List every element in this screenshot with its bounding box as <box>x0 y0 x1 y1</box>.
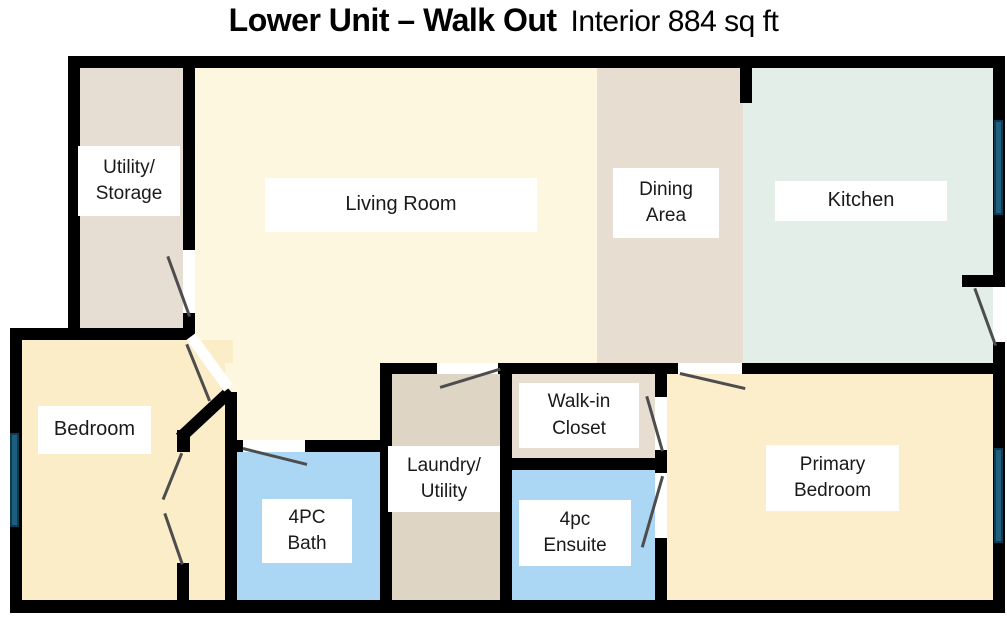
wall-bath-top-right <box>305 440 392 452</box>
door-gap-laundry <box>437 363 498 374</box>
room-label-primary: Primary Bedroom <box>766 445 899 511</box>
room-label-walk-in-closet: Walk-in Closet <box>519 383 639 448</box>
living-room-floor-ext <box>225 363 392 441</box>
room-label-ensuite-line1: 4pc <box>559 508 591 530</box>
room-label-kitchen: Kitchen <box>775 181 947 221</box>
room-label-utility-line2: Storage <box>95 183 163 204</box>
wall-bedroom-closet-stub-top <box>177 430 190 452</box>
room-label-utility-line1: Utility/ <box>103 156 155 178</box>
wall-closet-right-a <box>655 363 667 397</box>
bedroom-floor <box>22 340 233 601</box>
room-label-bath-line1: 4PC <box>288 506 326 528</box>
wall-closet-right-c <box>655 538 667 613</box>
room-label-living: Living Room <box>265 178 537 232</box>
room-label-primary-line1: Primary <box>799 453 866 475</box>
room-label-bath: 4PC Bath <box>262 499 352 563</box>
door-gap-utility <box>183 250 195 313</box>
door-gap-kitchen-exterior <box>993 287 1005 342</box>
room-label-kitchen-line1: Kitchen <box>827 189 895 212</box>
wall-top <box>68 56 1005 68</box>
window-kitchen-right <box>994 120 1003 215</box>
wall-utility-right-lower <box>183 313 195 340</box>
room-label-walk-in-closet-line1: Walk-in <box>547 391 611 413</box>
wall-bedroom-top <box>10 328 195 340</box>
wall-mid-horizontal-left <box>380 363 678 374</box>
wall-bath-left <box>225 392 237 613</box>
wall-left-upper <box>68 56 80 340</box>
wall-closet-ensuite <box>512 458 667 470</box>
wall-laundry-closet-divider <box>500 363 512 613</box>
door-gap-bath <box>243 440 305 452</box>
room-label-primary-line2: Bedroom <box>793 480 872 501</box>
wall-utility-right-upper <box>183 56 195 250</box>
room-label-dining: Dining Area <box>613 168 719 238</box>
room-label-ensuite-line2: Ensuite <box>543 535 607 556</box>
window-primary-right <box>994 448 1003 543</box>
room-label-laundry-line1: Laundry/ <box>407 454 481 476</box>
room-label-bedroom: Bedroom <box>38 406 151 454</box>
wall-kitchen-door-stub <box>962 275 1005 287</box>
wall-bath-top-left <box>225 440 243 452</box>
plan-title: Lower Unit – Walk Out Interior 884 sq ft <box>0 2 1007 39</box>
room-label-bath-line2: Bath <box>287 533 327 554</box>
room-label-dining-line1: Dining <box>639 178 693 200</box>
door-gap-dining-primary <box>678 363 742 374</box>
plan-title-sub: Interior 884 sq ft <box>570 5 779 38</box>
room-label-laundry-line2: Utility <box>420 481 468 502</box>
room-label-living-line1: Living Room <box>345 193 457 216</box>
wall-laundry-left <box>380 363 392 613</box>
wall-bedroom-closet-stub-bottom <box>177 563 189 603</box>
room-label-utility: Utility/ Storage <box>78 146 180 216</box>
room-label-laundry: Laundry/ Utility <box>388 446 500 512</box>
room-label-dining-line2: Area <box>645 205 687 226</box>
window-bedroom-left <box>10 433 19 527</box>
room-label-walk-in-closet-line2: Closet <box>552 417 606 439</box>
room-label-bedroom-line1: Bedroom <box>53 418 136 441</box>
plan-title-main: Lower Unit – Walk Out <box>228 2 557 38</box>
wall-kitchen-dining-stub <box>740 56 752 103</box>
wall-closet-right-b <box>655 450 667 473</box>
room-label-ensuite: 4pc Ensuite <box>519 500 631 566</box>
wall-mid-horizontal-right <box>742 363 1005 374</box>
